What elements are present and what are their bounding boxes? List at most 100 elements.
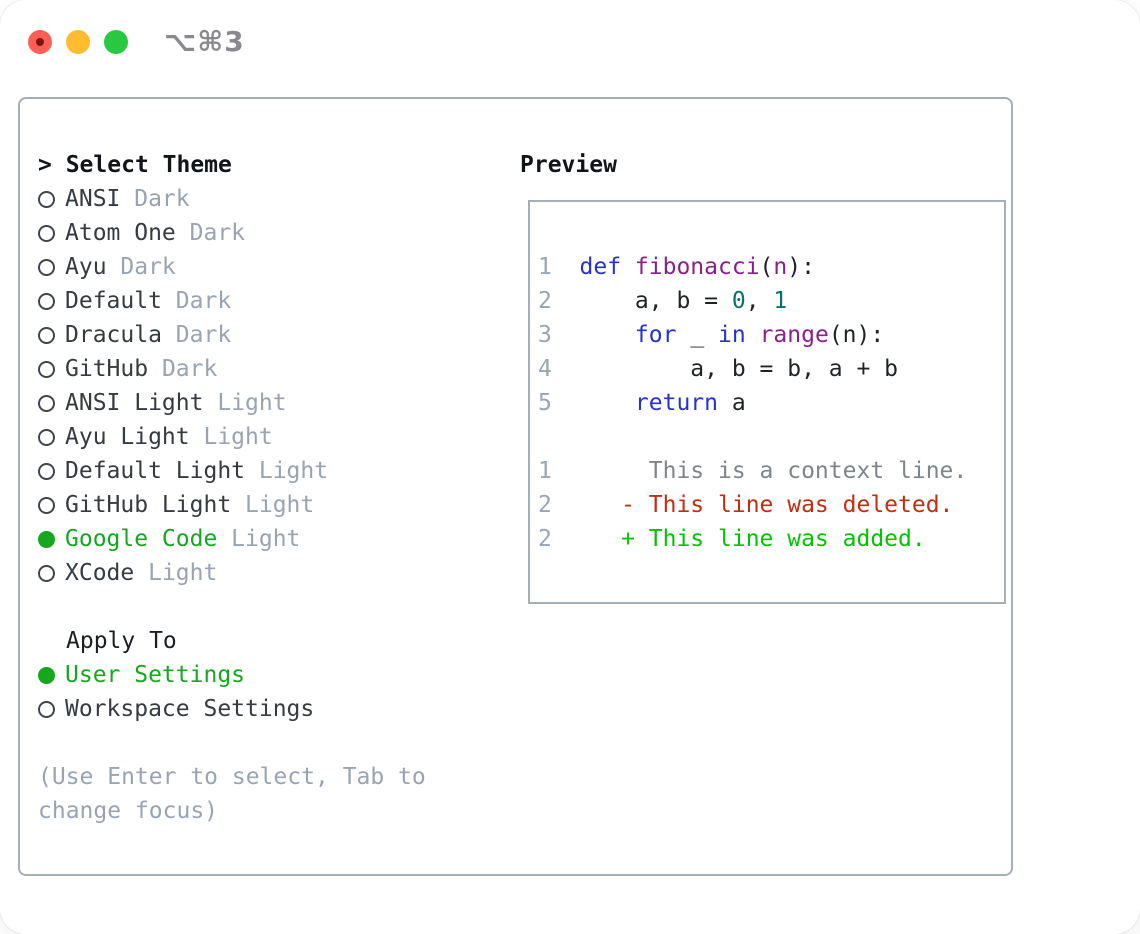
code-line: 5 return a <box>538 386 1004 420</box>
line-number <box>538 420 580 454</box>
code-token <box>746 322 760 348</box>
line-number: 2 <box>538 288 552 314</box>
theme-variant: Dark <box>134 186 190 212</box>
theme-option-default-light[interactable]: Default Light Light <box>38 454 426 488</box>
code-content: This is a context line. <box>580 454 968 488</box>
theme-name: GitHub Light <box>65 492 232 518</box>
code-token: 1 <box>773 288 788 314</box>
theme-variant: Dark <box>189 220 246 246</box>
radio-icon <box>38 700 55 718</box>
theme-variant: Light <box>203 424 273 450</box>
zoom-button[interactable] <box>104 29 128 54</box>
code-content: def fibonacci(n): <box>580 250 815 284</box>
theme-name: Default Light <box>65 458 246 484</box>
line-number: 4 <box>538 356 552 382</box>
code-token: range <box>759 322 829 348</box>
theme-option-ansi-light[interactable]: ANSI Light Light <box>38 386 426 420</box>
apply-name: User Settings <box>65 662 246 688</box>
theme-variant: Light <box>217 390 287 416</box>
theme-name: GitHub <box>65 356 149 382</box>
code-line: 2 + This line was added. <box>538 522 1004 556</box>
theme-name: Ayu Light <box>65 424 190 450</box>
radio-icon <box>38 462 55 480</box>
theme-variant: Light <box>231 526 301 552</box>
code-token: ): <box>787 254 815 280</box>
radio-selected-icon <box>38 666 55 684</box>
theme-name: Dracula <box>65 322 162 348</box>
apply-to-header: Apply To <box>66 628 177 654</box>
line-number: 1 <box>538 458 552 484</box>
apply-option-user-settings[interactable]: User Settings <box>38 658 426 692</box>
radio-icon <box>38 190 55 208</box>
preview-title: Preview <box>520 152 617 178</box>
radio-icon <box>38 428 55 446</box>
code-token: ( <box>759 254 774 280</box>
line-number: 1 <box>538 254 552 280</box>
code-token: (n): <box>828 322 885 348</box>
code-token: - This line was deleted. <box>579 492 954 518</box>
theme-name: ANSI Light <box>65 390 204 416</box>
theme-option-ayu-light[interactable]: Ayu Light Light <box>38 420 426 454</box>
theme-name: Default <box>65 288 162 314</box>
code-content: for _ in range(n): <box>580 318 885 352</box>
radio-icon <box>38 292 55 310</box>
theme-name: Atom One <box>65 220 176 246</box>
line-number: 5 <box>538 390 552 416</box>
theme-variant: Light <box>148 560 218 586</box>
code-line <box>538 420 1004 454</box>
titlebar: ⌥⌘3 <box>28 25 245 58</box>
theme-name: XCode <box>65 560 135 586</box>
code-line: 3 for _ in range(n): <box>538 318 1004 352</box>
code-content: a, b = b, a + b <box>579 352 899 386</box>
code-content: + This line was added. <box>580 522 926 556</box>
code-token <box>580 390 635 416</box>
code-line: 4 a, b = b, a + b <box>538 352 1004 386</box>
line-number: 2 <box>538 492 552 518</box>
code-content: - This line was deleted. <box>579 488 954 522</box>
apply-option-workspace-settings[interactable]: Workspace Settings <box>38 692 426 726</box>
close-button[interactable] <box>28 29 52 54</box>
radio-icon <box>38 360 55 378</box>
theme-variant: Dark <box>175 322 232 348</box>
theme-option-dracula[interactable]: Dracula Dark <box>38 318 426 352</box>
code-token: + This line was added. <box>579 526 926 552</box>
code-line: 1 def fibonacci(n): <box>538 250 1004 284</box>
code-token: a <box>718 390 746 416</box>
code-token: This is a context line. <box>579 458 968 484</box>
minimize-button[interactable] <box>66 29 90 54</box>
code-token <box>580 322 635 348</box>
cursor-chevron-icon: > <box>38 152 52 178</box>
hint-text-line1: (Use Enter to select, Tab to <box>38 764 426 790</box>
code-token: _ <box>676 322 719 348</box>
radio-selected-icon <box>38 530 55 548</box>
code-token: return <box>634 390 719 416</box>
theme-option-ansi[interactable]: ANSI Dark <box>38 182 426 216</box>
spacer <box>38 726 426 760</box>
window-shortcut-label: ⌥⌘3 <box>164 25 245 58</box>
code-token: a, b = b, a + b <box>579 356 899 382</box>
theme-option-atom-one[interactable]: Atom One Dark <box>38 216 426 250</box>
theme-option-xcode[interactable]: XCode Light <box>38 556 426 590</box>
radio-icon <box>38 326 55 344</box>
line-number: 3 <box>538 322 552 348</box>
theme-name: ANSI <box>65 186 121 212</box>
theme-variant: Dark <box>120 254 176 280</box>
code-line: 1 This is a context line. <box>538 454 1004 488</box>
code-token: a, b = <box>579 288 732 314</box>
code-token: 0 <box>731 288 746 314</box>
radio-icon <box>38 394 55 412</box>
code-line: 2 - This line was deleted. <box>538 488 1004 522</box>
code-token: fibonacci <box>634 254 760 280</box>
theme-variant: Light <box>258 458 329 484</box>
